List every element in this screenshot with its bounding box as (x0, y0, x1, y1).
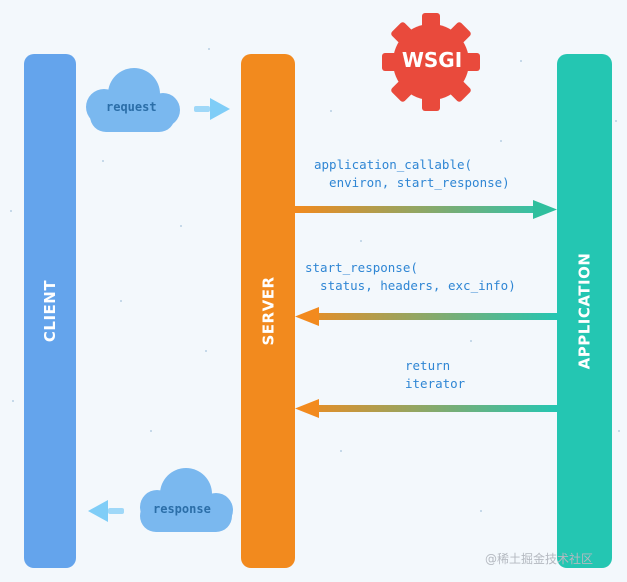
watermark: @稀土掘金技术社区 (485, 552, 594, 566)
message-line: application_callable( (314, 157, 473, 172)
background-speck (340, 450, 342, 452)
message-line: iterator (405, 376, 466, 391)
message-line: return (405, 358, 451, 373)
application-lane: APPLICATION (557, 54, 612, 568)
request-arrow-icon (194, 98, 230, 120)
request-label: request (106, 100, 157, 114)
gear-icon (382, 13, 480, 111)
client-lane: CLIENT (24, 54, 76, 568)
background-speck (205, 350, 207, 352)
background-speck (500, 140, 502, 142)
background-speck (208, 48, 210, 50)
message-start-response: start_response( status, headers, exc_inf… (305, 259, 516, 295)
message-application-callable: application_callable( environ, start_res… (314, 156, 510, 192)
response-arrow-icon (88, 500, 124, 522)
message-return-iterator: return iterator (405, 357, 465, 393)
background-speck (150, 430, 152, 432)
server-lane: SERVER (241, 54, 295, 568)
response-cloud-icon (140, 468, 233, 532)
background-speck (615, 120, 617, 122)
arrow-server-to-application (295, 200, 557, 219)
background-speck (102, 160, 104, 162)
background-speck (120, 300, 122, 302)
background-speck (12, 400, 14, 402)
background-speck (618, 430, 620, 432)
arrow-application-to-server-start-response (295, 307, 557, 326)
background-speck (480, 510, 482, 512)
message-line: start_response( (305, 260, 418, 275)
arrow-application-to-server-return (295, 399, 557, 418)
wsgi-title: WSGI (401, 48, 463, 72)
background-speck (330, 110, 332, 112)
response-label: response (153, 502, 211, 516)
background-speck (180, 225, 182, 227)
background-speck (520, 60, 522, 62)
request-cloud-icon (86, 68, 180, 132)
background-speck (360, 240, 362, 242)
background-speck (10, 210, 12, 212)
message-line: status, headers, exc_info) (305, 278, 516, 293)
message-line: environ, start_response) (314, 175, 510, 190)
background-speck (470, 340, 472, 342)
